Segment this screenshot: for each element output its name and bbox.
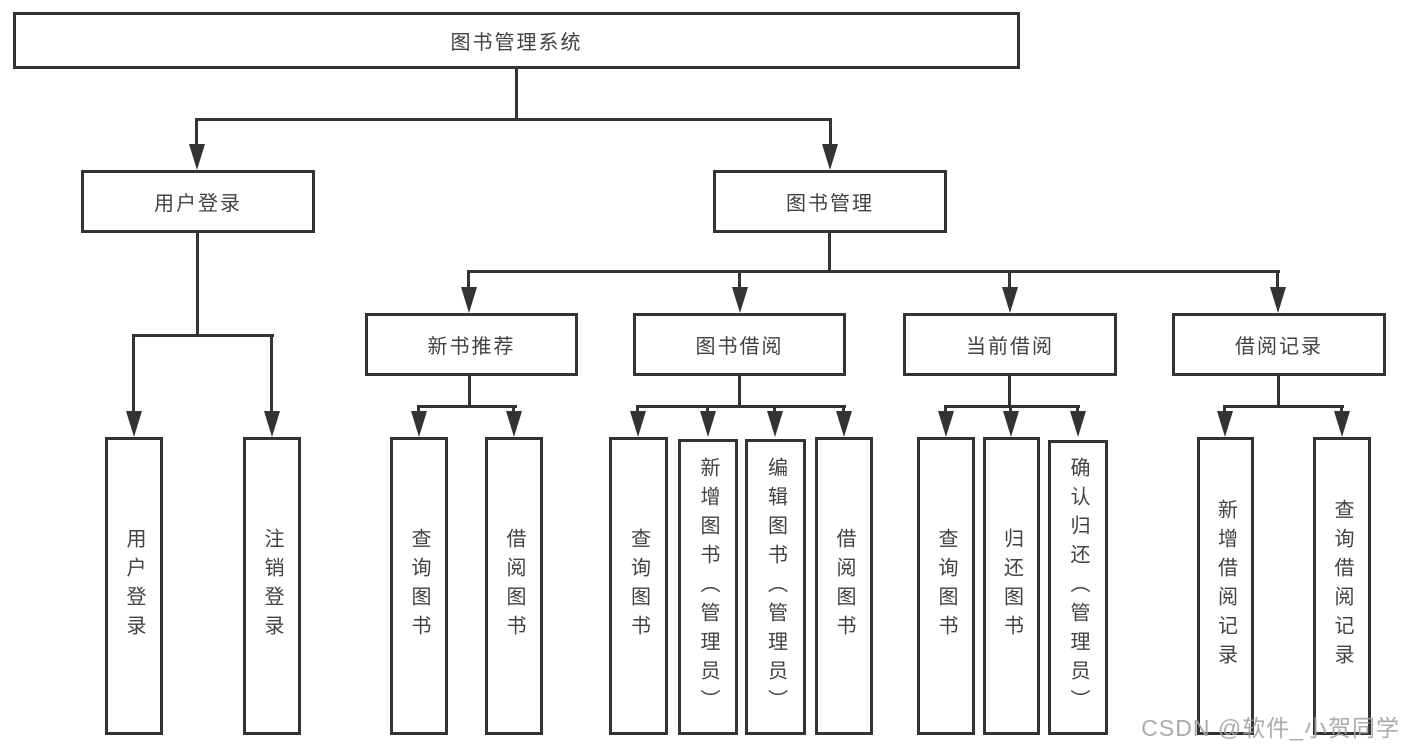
arrowhead-icon xyxy=(189,144,205,170)
connector-line xyxy=(467,270,470,290)
node-user-login-label: 用户登录 xyxy=(154,193,242,215)
leaf-borrow-book-recommend: 借阅图书 xyxy=(485,437,543,735)
leaf-query-book-current: 查询图书 xyxy=(917,437,975,735)
connector-line xyxy=(515,68,518,120)
connector-line xyxy=(1223,405,1344,408)
arrowhead-icon xyxy=(938,411,954,437)
node-book-management: 图书管理 xyxy=(713,170,947,233)
arrowhead-icon xyxy=(411,411,427,437)
leaf-add-book-admin-label: 新增图书（管理员） xyxy=(697,456,719,718)
connector-line xyxy=(738,376,741,407)
connector-line xyxy=(1008,376,1011,407)
node-root: 图书管理系统 xyxy=(13,12,1020,69)
connector-line xyxy=(132,334,135,416)
node-borrowing-records: 借阅记录 xyxy=(1172,313,1386,376)
connector-line xyxy=(195,118,198,152)
connector-line xyxy=(1276,270,1279,290)
arrowhead-icon xyxy=(264,411,280,437)
connector-line xyxy=(417,405,517,408)
connector-line xyxy=(636,405,846,408)
arrowhead-icon xyxy=(767,411,783,437)
leaf-add-borrow-record-label: 新增借阅记录 xyxy=(1214,499,1237,673)
leaf-query-book-recommend-label: 查询图书 xyxy=(408,528,430,644)
connector-line xyxy=(196,233,199,336)
leaf-borrow-book-recommend-label: 借阅图书 xyxy=(503,528,525,644)
leaf-confirm-return-admin-label: 确认归还（管理员） xyxy=(1067,457,1089,718)
connector-line xyxy=(467,270,1280,273)
node-new-book-recommend-label: 新书推荐 xyxy=(427,336,516,358)
node-book-borrowing: 图书借阅 xyxy=(633,313,846,376)
connector-line xyxy=(1277,376,1280,407)
connector-line xyxy=(132,334,274,337)
connector-line xyxy=(738,270,741,290)
arrowhead-icon xyxy=(506,411,522,437)
connector-line xyxy=(828,233,831,272)
arrowhead-icon xyxy=(732,287,748,313)
node-borrowing-records-label: 借阅记录 xyxy=(1235,336,1323,358)
connector-line xyxy=(944,405,1080,408)
arrowhead-icon xyxy=(1003,411,1019,437)
arrowhead-icon xyxy=(1217,411,1233,437)
leaf-logout: 注销登录 xyxy=(243,437,301,735)
arrowhead-icon xyxy=(822,144,838,170)
connector-line xyxy=(468,376,471,407)
leaf-return-book-label: 归还图书 xyxy=(1000,528,1023,644)
connector-line xyxy=(1008,270,1011,290)
arrowhead-icon xyxy=(1002,287,1018,313)
leaf-edit-book-admin: 编辑图书（管理员） xyxy=(745,439,806,735)
leaf-add-borrow-record: 新增借阅记录 xyxy=(1197,437,1254,735)
leaf-user-login-label: 用户登录 xyxy=(123,528,145,644)
leaf-query-book-borrowing: 查询图书 xyxy=(609,437,668,735)
leaf-edit-book-admin-label: 编辑图书（管理员） xyxy=(764,456,787,718)
arrowhead-icon xyxy=(700,411,716,437)
arrowhead-icon xyxy=(126,411,142,437)
node-root-label: 图书管理系统 xyxy=(450,32,583,54)
leaf-borrow-book: 借阅图书 xyxy=(815,437,873,735)
leaf-add-book-admin: 新增图书（管理员） xyxy=(678,439,738,735)
arrowhead-icon xyxy=(461,287,477,313)
arrowhead-icon xyxy=(630,411,646,437)
leaf-logout-label: 注销登录 xyxy=(261,528,283,644)
leaf-borrow-book-label: 借阅图书 xyxy=(833,528,855,644)
leaf-query-borrow-record: 查询借阅记录 xyxy=(1313,437,1371,735)
leaf-return-book: 归还图书 xyxy=(983,437,1040,735)
node-new-book-recommend: 新书推荐 xyxy=(365,313,578,376)
leaf-user-login: 用户登录 xyxy=(105,437,163,735)
arrowhead-icon xyxy=(1270,287,1286,313)
connector-line xyxy=(270,334,273,416)
csdn-watermark: CSDN @软件_小贺同学 xyxy=(1141,715,1400,741)
node-book-management-label: 图书管理 xyxy=(786,193,874,215)
leaf-query-book-borrowing-label: 查询图书 xyxy=(627,528,650,644)
node-user-login: 用户登录 xyxy=(81,170,315,233)
leaf-query-borrow-record-label: 查询借阅记录 xyxy=(1331,499,1353,673)
arrowhead-icon xyxy=(836,411,852,437)
node-book-borrowing-label: 图书借阅 xyxy=(695,336,784,358)
leaf-confirm-return-admin: 确认归还（管理员） xyxy=(1048,440,1108,735)
leaf-query-book-recommend: 查询图书 xyxy=(390,437,448,735)
arrowhead-icon xyxy=(1334,411,1350,437)
connector-line xyxy=(829,118,832,152)
connector-line xyxy=(196,118,832,121)
arrowhead-icon xyxy=(1070,411,1086,437)
node-current-borrowing-label: 当前借阅 xyxy=(966,336,1054,358)
node-current-borrowing: 当前借阅 xyxy=(903,313,1117,376)
leaf-query-book-current-label: 查询图书 xyxy=(935,528,957,644)
